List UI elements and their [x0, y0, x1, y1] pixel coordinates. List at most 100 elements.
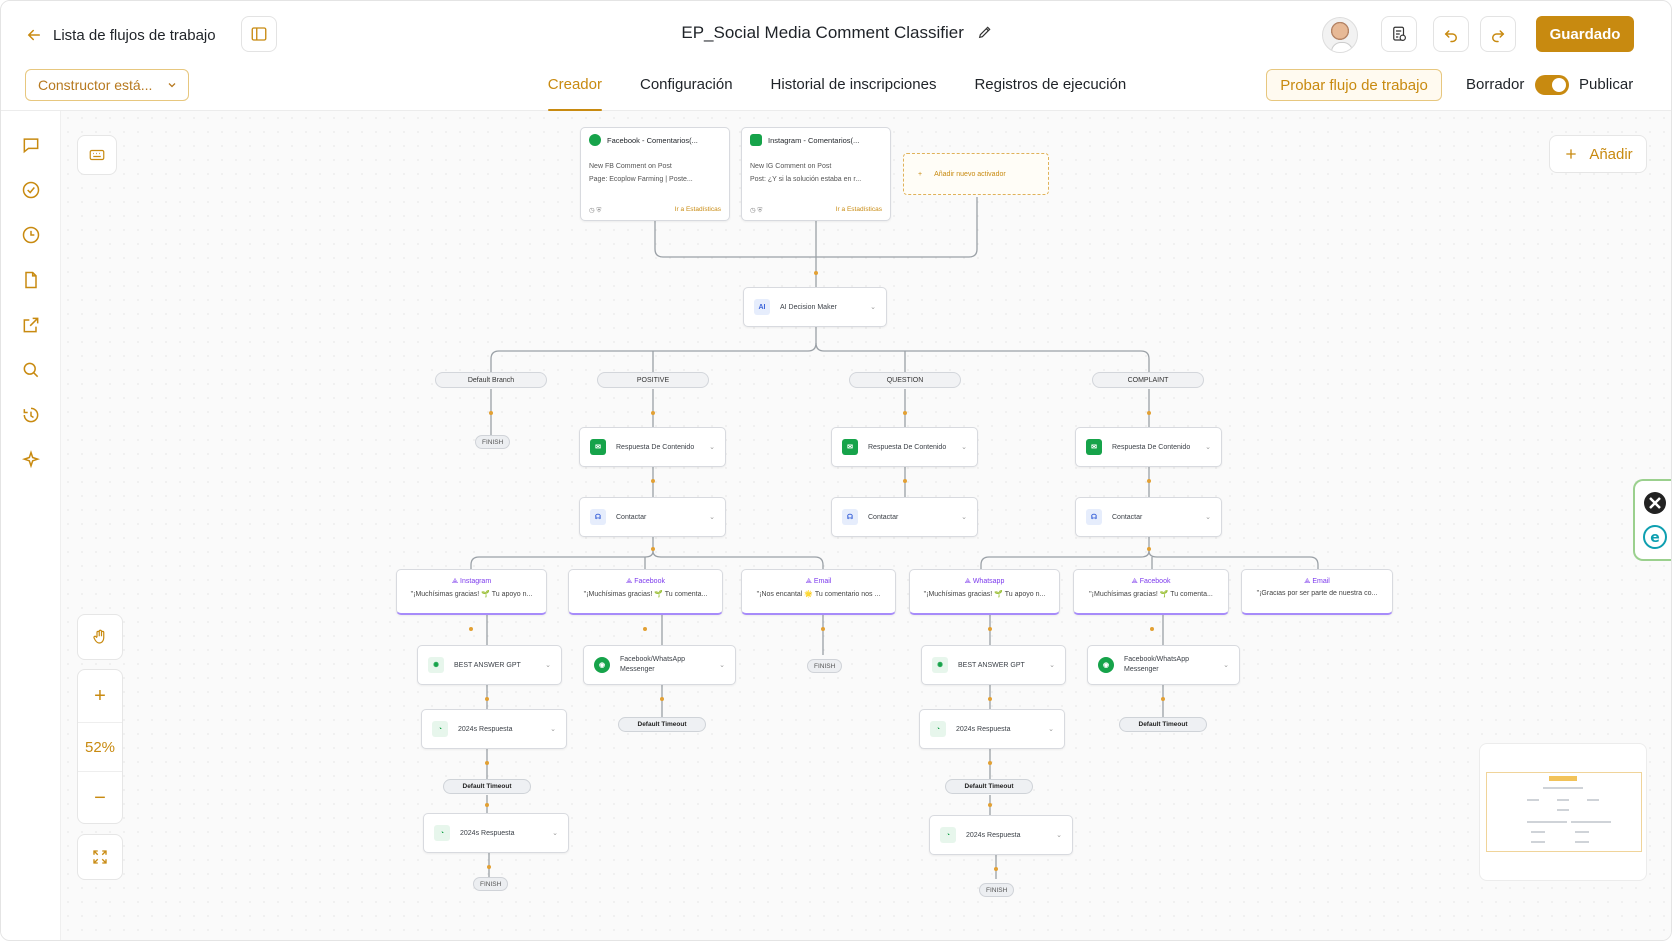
ai-decision-node[interactable]: AI AI Decision Maker ⌄ — [743, 287, 887, 327]
chevron-down-icon[interactable]: ⌄ — [1049, 662, 1055, 669]
tab-registros-ejecucion[interactable]: Registros de ejecución — [974, 76, 1127, 93]
message-node-email[interactable]: ⟁ Email "¡Nos encantal 🌟 Tu comentario n… — [741, 569, 896, 615]
trigger-footer: ◷ ⛨ Ir a Estadísticas — [750, 206, 882, 215]
branch-positive[interactable]: POSITIVE — [597, 372, 709, 388]
rail-search[interactable] — [19, 358, 43, 382]
trigger-instagram-comments[interactable]: Instagram - Comentarios(... New IG Comme… — [741, 127, 891, 221]
messenger-node[interactable]: ◉ Facebook/WhatsApp Messenger ⌄ — [1087, 645, 1240, 685]
rail-files[interactable] — [19, 268, 43, 292]
branch-question[interactable]: QUESTION — [849, 372, 961, 388]
keyboard-shortcuts-button[interactable] — [77, 135, 117, 175]
content-response-node[interactable]: ✉ Respuesta De Contenido ⌄ — [1075, 427, 1222, 467]
zoom-out-button[interactable]: − — [94, 786, 106, 809]
message-node-email[interactable]: ⟁ Email "¡Gracias por ser parte de nuest… — [1241, 569, 1393, 615]
contact-node[interactable]: ☊ Contactar ⌄ — [831, 497, 978, 537]
chevron-down-icon[interactable]: ⌄ — [1223, 662, 1229, 669]
add-trigger-button[interactable]: + Añadir nuevo activador — [903, 153, 1049, 195]
tab-historial-inscripciones[interactable]: Historial de inscripciones — [770, 76, 937, 93]
message-node-facebook[interactable]: ⟁ Facebook "¡Muchísimas gracias! 🌱 Tu co… — [1073, 569, 1229, 615]
node-label: 2024s Respuesta — [458, 725, 513, 733]
trigger-footer: ◷ ⛨ Ir a Estadísticas — [589, 206, 721, 215]
fit-view-button[interactable] — [77, 834, 123, 880]
timeout-branch[interactable]: Default Timeout — [443, 779, 531, 794]
chevron-down-icon[interactable]: ⌄ — [552, 830, 558, 837]
trigger-facebook-comments[interactable]: Facebook - Comentarios(... New FB Commen… — [580, 127, 730, 221]
rail-schedule[interactable] — [19, 223, 43, 247]
builder-select[interactable]: Constructor está... — [25, 69, 189, 101]
svg-text:e: e — [1650, 530, 1660, 546]
chevron-down-icon[interactable]: ⌄ — [719, 662, 725, 669]
redo-button[interactable] — [1480, 16, 1516, 52]
wait-response-node[interactable]: ◔ 2024s Respuesta ⌄ — [421, 709, 567, 749]
toggle-panel-button[interactable] — [241, 16, 277, 52]
chevron-down-icon[interactable]: ⌄ — [961, 444, 967, 451]
timeout-branch[interactable]: Default Timeout — [618, 717, 706, 732]
avatar[interactable] — [1322, 17, 1358, 53]
branch-default[interactable]: Default Branch — [435, 372, 547, 388]
chevron-down-icon[interactable]: ⌄ — [709, 514, 715, 521]
wait-response-node[interactable]: ◔ 2024s Respuesta ⌄ — [929, 815, 1073, 855]
rail-chat[interactable] — [19, 133, 43, 157]
tab-creador[interactable]: Creador — [529, 69, 621, 111]
minimap[interactable] — [1479, 743, 1647, 881]
test-workflow-button[interactable]: Probar flujo de trabajo — [1266, 69, 1442, 101]
chevron-down-icon[interactable]: ⌄ — [1205, 514, 1211, 521]
message-channel: ⟁ Email — [1304, 578, 1330, 585]
external-link-icon — [23, 317, 39, 333]
chevron-down-icon[interactable]: ⌄ — [1048, 726, 1054, 733]
pan-tool-button[interactable] — [77, 614, 123, 660]
content-response-node[interactable]: ✉ Respuesta De Contenido ⌄ — [831, 427, 978, 467]
contact-node[interactable]: ☊ Contactar ⌄ — [1075, 497, 1222, 537]
timeout-branch[interactable]: Default Timeout — [1119, 717, 1207, 732]
back-link[interactable]: Lista de flujos de trabajo — [25, 21, 216, 49]
chevron-down-icon[interactable]: ⌄ — [870, 304, 876, 311]
assistant-icons: e — [1643, 492, 1667, 549]
finish-node: FINISH — [807, 659, 843, 673]
node-label: Contactar — [868, 513, 899, 521]
pencil-icon[interactable] — [977, 24, 993, 40]
message-node-whatsapp[interactable]: ⟁ Whatsapp "¡Muchísimas gracias! 🌱 Tu ap… — [909, 569, 1060, 615]
timer-icon: ◔ — [434, 825, 450, 841]
chevron-down-icon[interactable]: ⌄ — [1205, 444, 1211, 451]
wait-response-node[interactable]: ◔ 2024s Respuesta ⌄ — [919, 709, 1065, 749]
tab-configuracion[interactable]: Configuración — [639, 76, 733, 93]
chevron-down-icon[interactable]: ⌄ — [550, 726, 556, 733]
history-icon[interactable]: ◷ ⛨ — [589, 207, 602, 214]
rail-ai[interactable] — [19, 448, 43, 472]
message-node-instagram[interactable]: ⟁ Instagram "¡Muchísimas gracias! 🌱 Tu a… — [396, 569, 547, 615]
minimap-viewport[interactable] — [1486, 772, 1642, 852]
stats-link[interactable]: Ir a Estadísticas — [835, 206, 882, 213]
content-response-node[interactable]: ✉ Respuesta De Contenido ⌄ — [579, 427, 726, 467]
messenger-node[interactable]: ◉ Facebook/WhatsApp Messenger ⌄ — [583, 645, 736, 685]
history-icon[interactable]: ◷ ⛨ — [750, 207, 763, 214]
stats-link[interactable]: Ir a Estadísticas — [674, 206, 721, 213]
add-node-button[interactable]: Añadir — [1549, 135, 1647, 173]
publish-toggle[interactable] — [1535, 75, 1569, 95]
finish-node: FINISH — [473, 877, 509, 891]
rail-tasks[interactable] — [19, 178, 43, 202]
timeout-branch[interactable]: Default Timeout — [945, 779, 1033, 794]
save-button[interactable]: Guardado — [1536, 16, 1634, 52]
node-label: Respuesta De Contenido — [1112, 443, 1191, 451]
branch-complaint[interactable]: COMPLAINT — [1092, 372, 1204, 388]
ai-icon: AI — [754, 299, 770, 315]
message-preview: "¡Muchísimas gracias! 🌱 Tu apoyo n... — [923, 591, 1046, 598]
gpt-node[interactable]: ✺ BEST ANSWER GPT ⌄ — [921, 645, 1066, 685]
chevron-down-icon[interactable]: ⌄ — [961, 514, 967, 521]
rail-external[interactable] — [19, 313, 43, 337]
zoom-in-button[interactable]: + — [94, 684, 106, 707]
chevron-down-icon[interactable]: ⌄ — [709, 444, 715, 451]
contact-node[interactable]: ☊ Contactar ⌄ — [579, 497, 726, 537]
plus-icon: + — [918, 170, 923, 178]
chevron-down-icon[interactable]: ⌄ — [1056, 832, 1062, 839]
version-history-button[interactable] — [1381, 16, 1417, 52]
chevron-down-icon[interactable]: ⌄ — [545, 662, 551, 669]
wait-response-node[interactable]: ◔ 2024s Respuesta ⌄ — [423, 813, 569, 853]
message-node-facebook[interactable]: ⟁ Facebook "¡Muchísimas gracias! 🌱 Tu co… — [568, 569, 723, 615]
header: Lista de flujos de trabajo EP_Social Med… — [1, 1, 1671, 111]
side-assistant-widget[interactable]: e — [1633, 479, 1671, 561]
gpt-node[interactable]: ✺ BEST ANSWER GPT ⌄ — [417, 645, 562, 685]
message-channel: ⟁ Facebook — [626, 578, 665, 585]
rail-history[interactable] — [19, 403, 43, 427]
undo-button[interactable] — [1433, 16, 1469, 52]
